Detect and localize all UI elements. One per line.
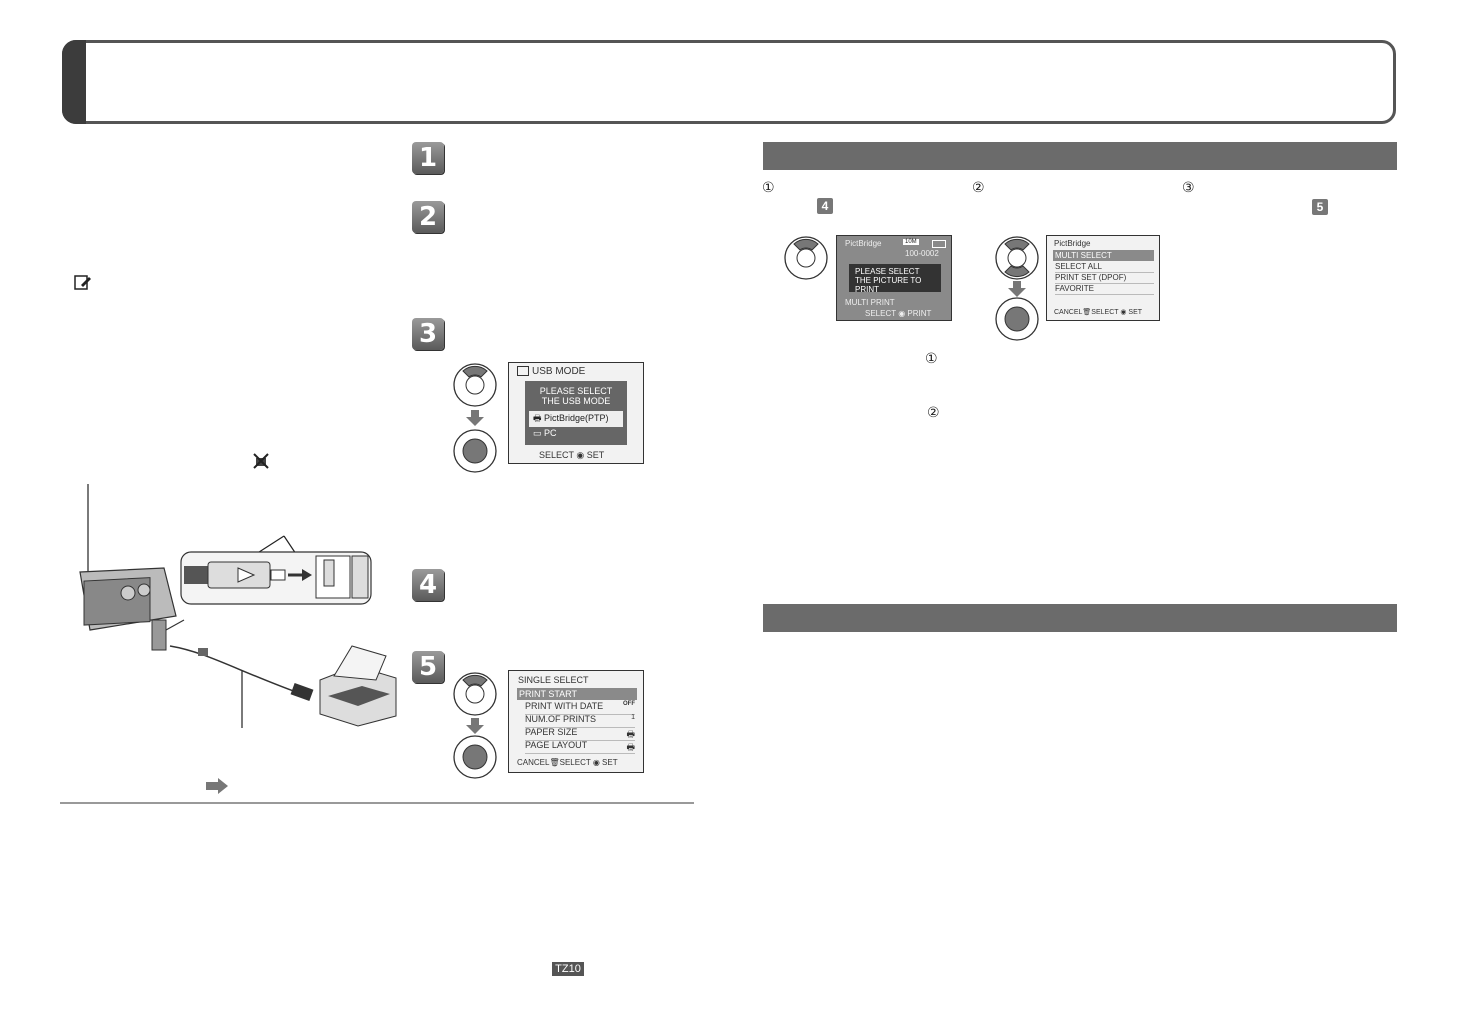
camera-printer-illustration xyxy=(66,480,406,745)
note-circled-1: ① xyxy=(925,351,938,367)
no-connect-icon xyxy=(252,452,270,475)
pb2-footer: CANCEL🗑SELECT ◉ SET xyxy=(1054,309,1143,316)
step-3-badge: 3 xyxy=(412,318,444,350)
dial-up-icon xyxy=(452,362,498,408)
pb2-item-print-set[interactable]: PRINT SET (DPOF) xyxy=(1055,272,1154,284)
pb1-footer-line1: MULTI PRINT xyxy=(845,298,895,307)
mini-step-4: 4 xyxy=(817,198,833,214)
usb-mode-icon xyxy=(517,366,529,377)
print-start-item[interactable]: PRINT START xyxy=(517,688,637,700)
printer-icon: 🖶 xyxy=(626,729,636,739)
section-bar-bottom xyxy=(763,604,1397,632)
dial-small-icon: ◉ xyxy=(590,758,603,767)
step-4-badge: 4 xyxy=(412,569,444,601)
usb-mode-screen: USB MODE PLEASE SELECT THE USB MODE 🖶 Pi… xyxy=(508,362,644,464)
dial-up-icon-2 xyxy=(452,671,498,717)
usb-message-line1: PLEASE SELECT xyxy=(539,386,613,396)
dial-set-icon-2 xyxy=(452,734,498,780)
pb1-msg-line2: THE PICTURE TO PRINT xyxy=(855,276,922,294)
single-select-screen: SINGLE SELECT PRINT START PRINT WITH DAT… xyxy=(508,670,644,773)
down-arrow-icon-2 xyxy=(466,718,484,739)
single-select-title: SINGLE SELECT xyxy=(518,675,589,685)
page-layout-row[interactable]: PAGE LAYOUT🖶 xyxy=(525,740,635,754)
trash-icon: 🗑 xyxy=(1082,309,1092,316)
header-banner-tab xyxy=(62,40,86,124)
dial-set-icon-3 xyxy=(994,296,1040,342)
pb2-item-multi-select[interactable]: MULTI SELECT xyxy=(1053,250,1154,261)
usb-option-pc[interactable]: ▭ PC xyxy=(533,428,557,438)
model-badge: TZ10 xyxy=(552,962,584,976)
printer-icon: 🖶 xyxy=(626,742,636,752)
single-select-footer: CANCEL🗑SELECT ◉ SET xyxy=(517,758,618,767)
header-banner xyxy=(62,40,1396,124)
usb-footer: SELECT ◉ SET xyxy=(539,450,605,460)
battery-icon xyxy=(932,240,946,248)
paper-size-row[interactable]: PAPER SIZE🖶 xyxy=(525,727,635,741)
pb2-item-favorite[interactable]: FAVORITE xyxy=(1055,283,1154,295)
dial-small-icon: ◉ xyxy=(895,309,908,318)
next-arrow-icon xyxy=(206,778,228,799)
pb1-msg-line1: PLEASE SELECT xyxy=(855,267,920,276)
circled-1: ① xyxy=(762,180,775,196)
usb-option-pictbridge[interactable]: 🖶 PictBridge(PTP) xyxy=(529,411,623,427)
circled-2: ② xyxy=(972,180,985,196)
mini-step-5: 5 xyxy=(1312,199,1328,215)
pb1-footer-line2: SELECT ◉ PRINT xyxy=(865,309,932,318)
circled-3: ③ xyxy=(1182,180,1195,196)
dial-up-icon-3 xyxy=(783,235,829,281)
step-5-badge: 5 xyxy=(412,651,444,683)
dial-set-icon xyxy=(452,428,498,474)
step-2-badge: 2 xyxy=(412,201,444,233)
step-1-badge: 1 xyxy=(412,142,444,174)
dial-updown-icon xyxy=(994,235,1040,281)
down-arrow-icon xyxy=(466,410,484,431)
pb1-message-box: PLEASE SELECT THE PICTURE TO PRINT xyxy=(849,264,941,294)
pictbridge-screen-1: PictBridge 10M 100-0002 PLEASE SELECT TH… xyxy=(836,235,952,321)
down-arrow-icon-3 xyxy=(1008,281,1026,302)
pb2-item-select-all[interactable]: SELECT ALL xyxy=(1055,261,1154,273)
note-circled-2: ② xyxy=(927,405,940,421)
pb1-counter: 100-0002 xyxy=(905,249,939,258)
dial-small-icon: ◉ xyxy=(573,450,587,460)
dial-small-icon: ◉ xyxy=(1118,309,1129,316)
pc-icon: ▭ xyxy=(533,428,542,438)
printer-icon: 🖶 xyxy=(533,413,542,423)
left-bottom-divider xyxy=(60,802,694,804)
pb1-title: PictBridge xyxy=(845,239,882,248)
trash-icon: 🗑 xyxy=(549,758,560,767)
usb-dialog: PLEASE SELECT THE USB MODE 🖶 PictBridge(… xyxy=(525,381,627,445)
pictbridge-screen-2: PictBridge MULTI SELECT SELECT ALL PRINT… xyxy=(1046,235,1160,321)
note-icon xyxy=(74,274,92,295)
pb1-badge: 10M xyxy=(903,239,919,245)
usb-screen-title: USB MODE xyxy=(517,366,585,377)
usb-message-line2: THE USB MODE xyxy=(541,396,611,406)
section-bar-top xyxy=(763,142,1397,170)
pb2-title: PictBridge xyxy=(1054,239,1091,248)
